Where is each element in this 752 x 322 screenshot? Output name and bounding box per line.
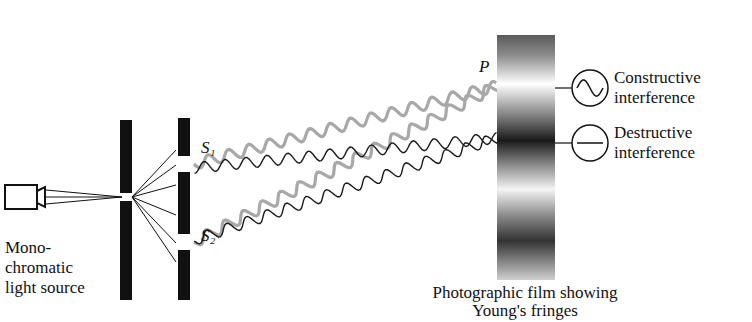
point-label: P xyxy=(479,57,497,77)
double-slit-barrier xyxy=(178,172,190,234)
single-slit-barrier xyxy=(120,201,132,300)
flat-line-symbol xyxy=(577,142,603,144)
light-waves xyxy=(194,81,499,244)
double-slit-barrier xyxy=(178,250,190,300)
leader-line xyxy=(555,87,572,88)
source-label: Mono- chromatic light source xyxy=(5,238,90,298)
light-wave xyxy=(194,136,498,244)
light-rays xyxy=(46,190,122,204)
diffracted-rays xyxy=(132,150,176,262)
slit-label: S₁ xyxy=(201,138,231,158)
slit-label: S₂ xyxy=(201,226,231,246)
single-slit-barrier xyxy=(120,120,132,193)
sine-wave-symbol xyxy=(577,80,603,96)
light-wave xyxy=(194,86,499,245)
constructive-symbol xyxy=(572,70,608,106)
double-slit-barrier xyxy=(178,118,190,156)
interference-label: Destructive interference xyxy=(614,123,739,163)
destructive-symbol xyxy=(572,125,608,161)
photographic-film xyxy=(497,35,555,280)
leader-line xyxy=(555,142,572,143)
film-caption: Photographic film showing Young's fringe… xyxy=(416,284,634,320)
light-source-lens xyxy=(37,187,45,207)
interference-label: Constructive interference xyxy=(614,68,739,108)
light-source xyxy=(5,185,37,209)
